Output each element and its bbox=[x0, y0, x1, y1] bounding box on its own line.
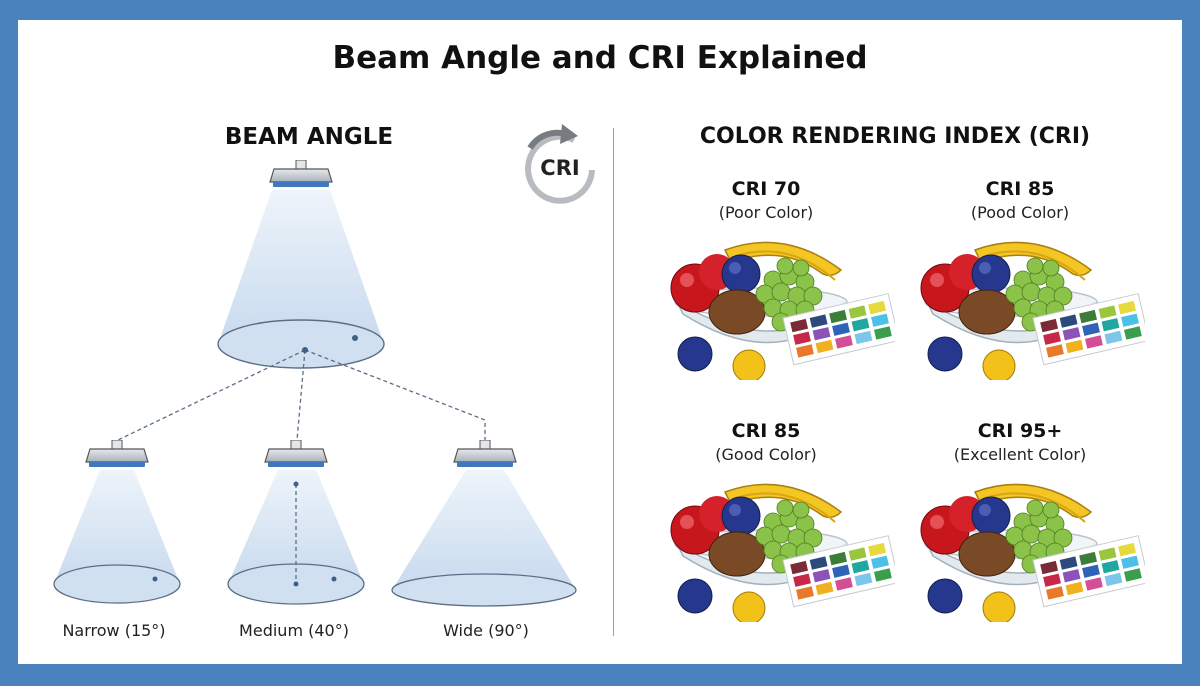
narrow-beam-label: Narrow (15°) bbox=[62, 621, 166, 640]
page-title: Beam Angle and CRI Explained bbox=[332, 40, 868, 76]
connector-dot bbox=[302, 347, 308, 353]
main-beam-cone bbox=[217, 190, 385, 369]
medium-beam-cone bbox=[227, 470, 365, 605]
cri-95-subtitle: (Excellent Color) bbox=[953, 445, 1087, 464]
fruit-bowl-cri-95-image bbox=[920, 483, 1145, 622]
cri-85-good-title: CRI 85 bbox=[731, 420, 801, 442]
wide-beam-cone bbox=[391, 470, 577, 607]
beam-angle-heading: BEAM ANGLE bbox=[224, 124, 394, 150]
wide-light-fixture-icon bbox=[453, 440, 517, 468]
fruit-bowl-cri-85-image bbox=[920, 241, 1145, 380]
cri-badge-label: CRI bbox=[540, 156, 580, 180]
fruit-bowl-cri-70-image bbox=[670, 241, 895, 380]
cri-refresh-icon bbox=[525, 124, 595, 204]
cri-85-title: CRI 85 bbox=[985, 178, 1055, 200]
fruit-bowl-cri-85-good-image bbox=[670, 483, 895, 622]
narrow-light-fixture-icon bbox=[85, 440, 149, 468]
cri-70-title: CRI 70 bbox=[731, 178, 801, 200]
section-divider bbox=[613, 128, 614, 636]
connector-lines bbox=[117, 349, 486, 442]
medium-light-fixture-icon bbox=[264, 440, 328, 468]
narrow-beam-cone bbox=[53, 470, 181, 604]
wide-beam-label: Wide (90°) bbox=[443, 621, 529, 640]
connector-dot bbox=[352, 335, 358, 341]
cri-70-subtitle: (Poor Color) bbox=[718, 203, 814, 222]
cri-heading: COLOR RENDERING INDEX (CRI) bbox=[699, 124, 1091, 149]
cri-85-subtitle: (Pood Color) bbox=[970, 203, 1070, 222]
cri-95-title: CRI 95+ bbox=[977, 420, 1063, 442]
cri-85-good-subtitle: (Good Color) bbox=[715, 445, 817, 464]
main-light-fixture-icon bbox=[269, 160, 333, 188]
medium-beam-label: Medium (40°) bbox=[239, 621, 349, 640]
